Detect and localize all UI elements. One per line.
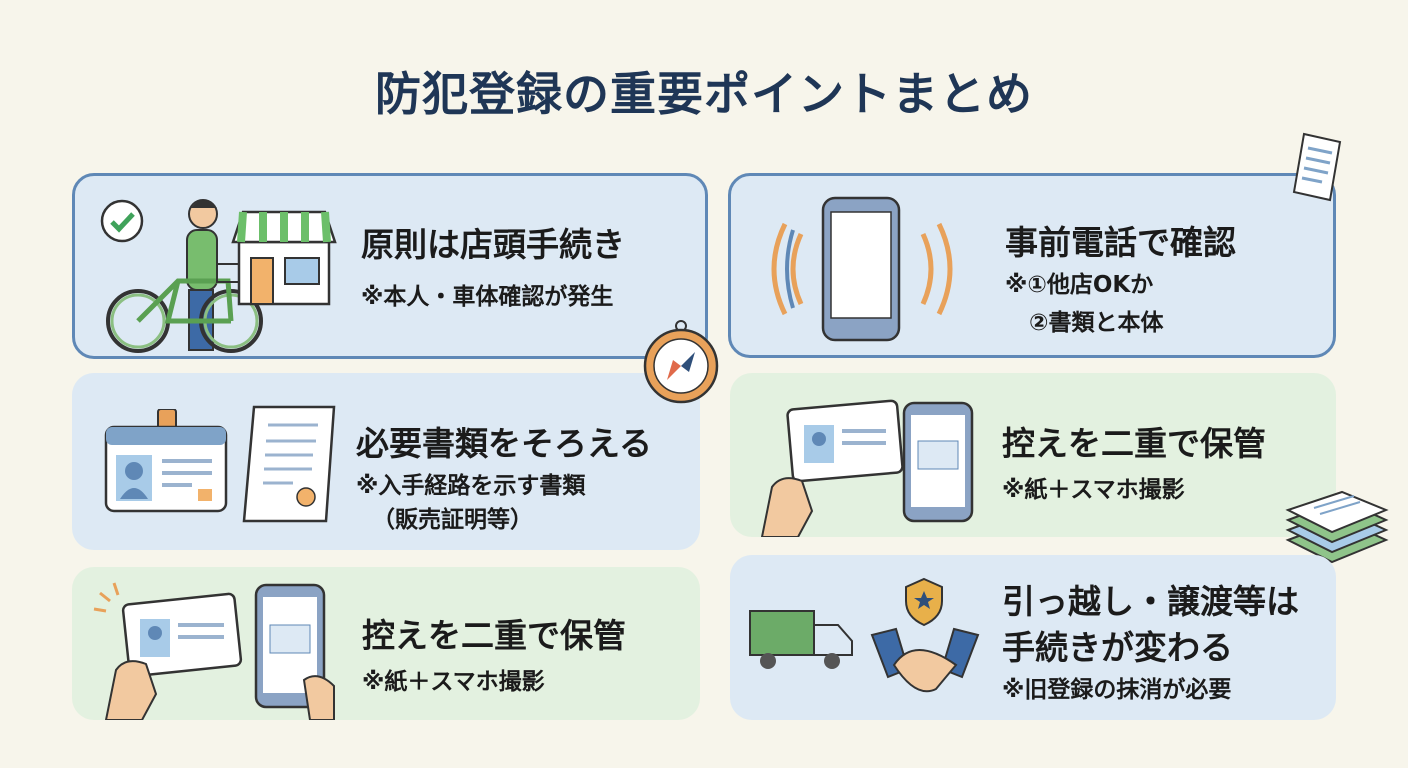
person-with-bicycle-icon [106,199,263,353]
card-note: ※紙＋スマホ撮影 [1002,477,1185,503]
card-heading: 引っ越し・譲渡等は [1002,582,1299,621]
page-title: 防犯登録の重要ポイントまとめ [375,67,1033,121]
card-note: （販売証明等） [372,507,533,533]
police-badge-icon [905,577,943,627]
ringing-smartphone-icon [771,196,953,342]
truck-icon [749,610,853,669]
card-note: ※旧登録の抹消が必要 [1002,677,1232,703]
card-heading: 手続きが変わる [1002,628,1233,667]
compass-icon [643,320,719,404]
card-note: ※本人・車体確認が発生 [361,284,614,310]
checkmark-icon [100,199,144,243]
id-badge-icon [104,409,228,513]
document-icon [1292,132,1342,202]
card-heading: 控えを二重で保管 [362,616,626,655]
card-documents: 必要書類をそろえる ※入手経路を示す書類 （販売証明等） [72,373,700,550]
storefront-icon [231,210,337,306]
card-store-procedure: 原則は店頭手続き ※本人・車体確認が発生 [72,173,708,359]
id-card-and-phone-icon [760,399,974,537]
card-note: ②書類と本体 [1029,310,1164,336]
card-note: ※紙＋スマホ撮影 [362,669,545,695]
card-heading: 必要書類をそろえる [356,424,653,463]
certificate-icon [242,405,336,523]
card-moving-transfer: 引っ越し・譲渡等は 手続きが変わる ※旧登録の抹消が必要 [730,555,1336,720]
card-heading: 事前電話で確認 [1005,223,1236,262]
document-stack-icon [1285,490,1389,564]
card-phone-confirm: 事前電話で確認 ※①他店OKか ②書類と本体 [728,173,1336,358]
id-card-and-phone-icon [93,582,335,720]
card-keep-copies-2: 控えを二重で保管 ※紙＋スマホ撮影 [72,567,700,720]
card-note: ※入手経路を示す書類 [356,473,586,499]
card-keep-copies: 控えを二重で保管 ※紙＋スマホ撮影 [730,373,1336,537]
handshake-icon [870,627,980,693]
card-heading: 控えを二重で保管 [1002,424,1266,463]
card-note: ※①他店OKか [1005,272,1154,298]
card-heading: 原則は店頭手続き [361,225,625,264]
